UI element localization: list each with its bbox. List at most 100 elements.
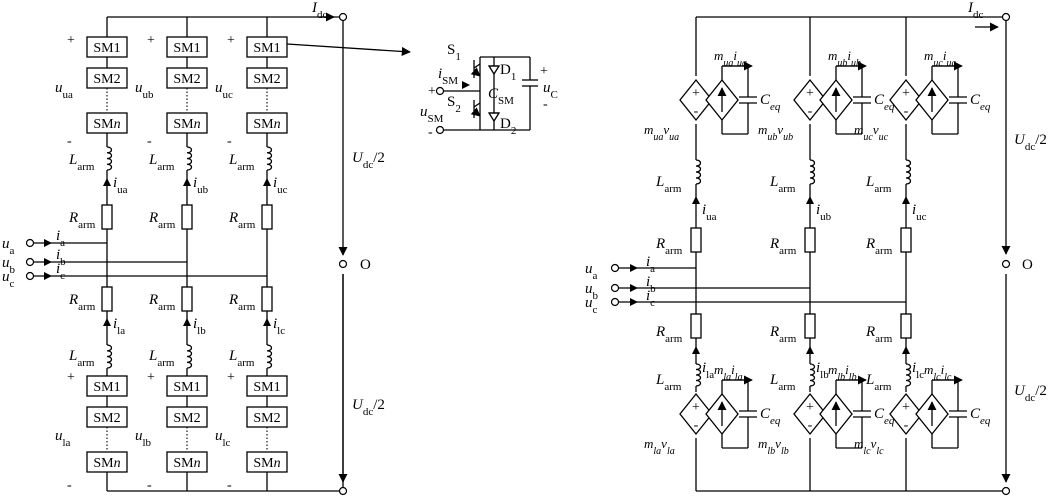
r-upper-ceq-c: Ceq [970, 92, 991, 113]
r-ac-current-c: ic [646, 288, 655, 309]
upper-c-minus: - [227, 134, 232, 149]
r-upper-voltage-source-c [889, 78, 923, 122]
upper-inductor-a [106, 146, 113, 171]
r-lower-ceq-b: Ceq [874, 406, 895, 427]
r-lower-vs-plus-c: + [902, 400, 910, 415]
upper-sm2-b-label: SM2 [173, 72, 200, 87]
r-lower-voltage-source-c [889, 392, 923, 436]
lower-voltage-c: ulc [215, 428, 231, 449]
dc-negative-terminal [338, 486, 348, 496]
r-udc-upper-label: Udc/2 [1014, 132, 1047, 153]
upper-smn-a-label: SMn [93, 117, 120, 132]
r-udc-lower-label: Udc/2 [1014, 383, 1047, 404]
r-upper-resistor-c [900, 227, 912, 253]
r-upper-vs-label-b: mubvub [758, 122, 793, 143]
ac-current-a: ia [56, 228, 65, 249]
upper-current-a: iua [113, 175, 128, 196]
r-lower-cs-label-b: mlbilb [828, 362, 857, 383]
r-lower-resistor-a [690, 313, 702, 339]
r-upper-vs-plus-a: + [692, 86, 700, 101]
r-upper-cs-label-a: muaiua [714, 48, 747, 69]
lower-a-minus: - [67, 478, 72, 493]
upper-c-plus: + [227, 33, 235, 48]
upper-sm2-c-label: SM2 [253, 72, 280, 87]
lower-sm2-a-label: SM2 [93, 411, 120, 426]
upper-current-b: iub [193, 175, 209, 196]
upper-resistor-b-label: Rarm [148, 210, 176, 231]
r-lower-vs-label-b: mlbvlb [758, 436, 789, 457]
r-upper-inductor-b [809, 159, 816, 185]
ac-terminal-c [25, 271, 35, 281]
s1-label: S1 [447, 42, 461, 63]
r-lower-vs-plus-b: + [806, 400, 814, 415]
r-lower-vs-minus-a: - [694, 418, 699, 433]
midpoint-terminal [338, 259, 348, 269]
r-lower-vs-label-c: mlcvlc [854, 436, 884, 457]
upper-a-plus: + [67, 33, 75, 48]
upper-inductor-c [266, 146, 273, 171]
s1-emitter [470, 67, 481, 77]
r-upper-current-a: iua [702, 202, 717, 223]
ac-voltage-b: ub [2, 255, 16, 276]
r-upper-cs-label-b: mubiub [828, 48, 861, 69]
r-lower-inductor-a [695, 363, 702, 387]
r-ac-voltage-c: uc [585, 295, 598, 316]
upper-resistor-a-label: Rarm [68, 210, 96, 231]
upper-a-minus: - [67, 134, 72, 149]
upper-resistor-c [261, 204, 273, 230]
r-upper-current-arrow-a [692, 196, 700, 204]
upper-voltage-b: uub [135, 80, 154, 101]
r-lower-ceq-a: Ceq [760, 406, 781, 427]
lower-current-c: ilc [273, 316, 285, 337]
r-upper-current-arrow-c [902, 196, 910, 204]
lower-resistor-b [181, 286, 193, 312]
r-lower-inductor-label-c: Larm [865, 372, 892, 393]
lower-smn-c-label: SMn [253, 456, 280, 471]
r-upper-current-c: iuc [912, 202, 927, 223]
r-ac-current-arrow-a [630, 264, 638, 272]
lower-sm1-b-label: SM1 [173, 380, 200, 395]
lower-current-b: ilb [193, 316, 206, 337]
lower-inductor-c-label: Larm [228, 348, 255, 369]
r-ac-current-arrow-b [630, 284, 638, 292]
upper-resistor-b [181, 204, 193, 230]
d2-diode [487, 112, 501, 123]
r-ac-terminal-a [610, 263, 620, 273]
usm-label: uSM [420, 104, 444, 125]
lower-b-plus: + [147, 370, 155, 385]
submodule-pointer [286, 43, 411, 57]
r-lower-cs-label-a: mlaila [714, 362, 743, 383]
upper-smn-c-label: SMn [253, 117, 280, 132]
ac-voltage-a: ua [2, 236, 15, 257]
lower-smn-b-label: SMn [173, 456, 200, 471]
ac-current-arrow-c [44, 272, 52, 280]
lower-current-arrow-a [103, 318, 111, 326]
d1-diode [487, 65, 501, 76]
ac-voltage-c: uc [2, 269, 15, 290]
lower-current-arrow-b [183, 318, 191, 326]
upper-sm1-a-label: SM1 [93, 41, 120, 56]
r-upper-vs-plus-c: + [902, 86, 910, 101]
ac-current-arrow-b [44, 258, 52, 266]
udc-lower-label: Udc/2 [352, 397, 385, 418]
upper-resistor-a [101, 204, 113, 230]
r-upper-inductor-label-a: Larm [655, 174, 682, 195]
r-ac-current-arrow-c [630, 298, 638, 306]
r-upper-resistor-b [804, 227, 816, 253]
r-ac-terminal-c [610, 297, 620, 307]
r-lower-current-b: ilb [816, 360, 829, 381]
r-lower-vs-label-a: mlavla [644, 436, 675, 457]
r-idc-label: Idc [967, 0, 984, 21]
r-lower-vs-plus-a: + [692, 400, 700, 415]
upper-current-arrow-b [183, 178, 191, 186]
r-lower-resistor-c [900, 313, 912, 339]
lower-inductor-a-label: Larm [68, 348, 95, 369]
lower-c-minus: - [227, 478, 232, 493]
s1-collector [473, 63, 481, 69]
r-ac-voltage-a: ua [585, 261, 598, 282]
r-lower-current-a: ila [702, 360, 714, 381]
lower-sm1-c-label: SM1 [253, 380, 280, 395]
ism-label: iSM [438, 66, 458, 87]
r-lower-inductor-label-a: Larm [655, 372, 682, 393]
r-lower-current-arrow-a [692, 346, 700, 354]
